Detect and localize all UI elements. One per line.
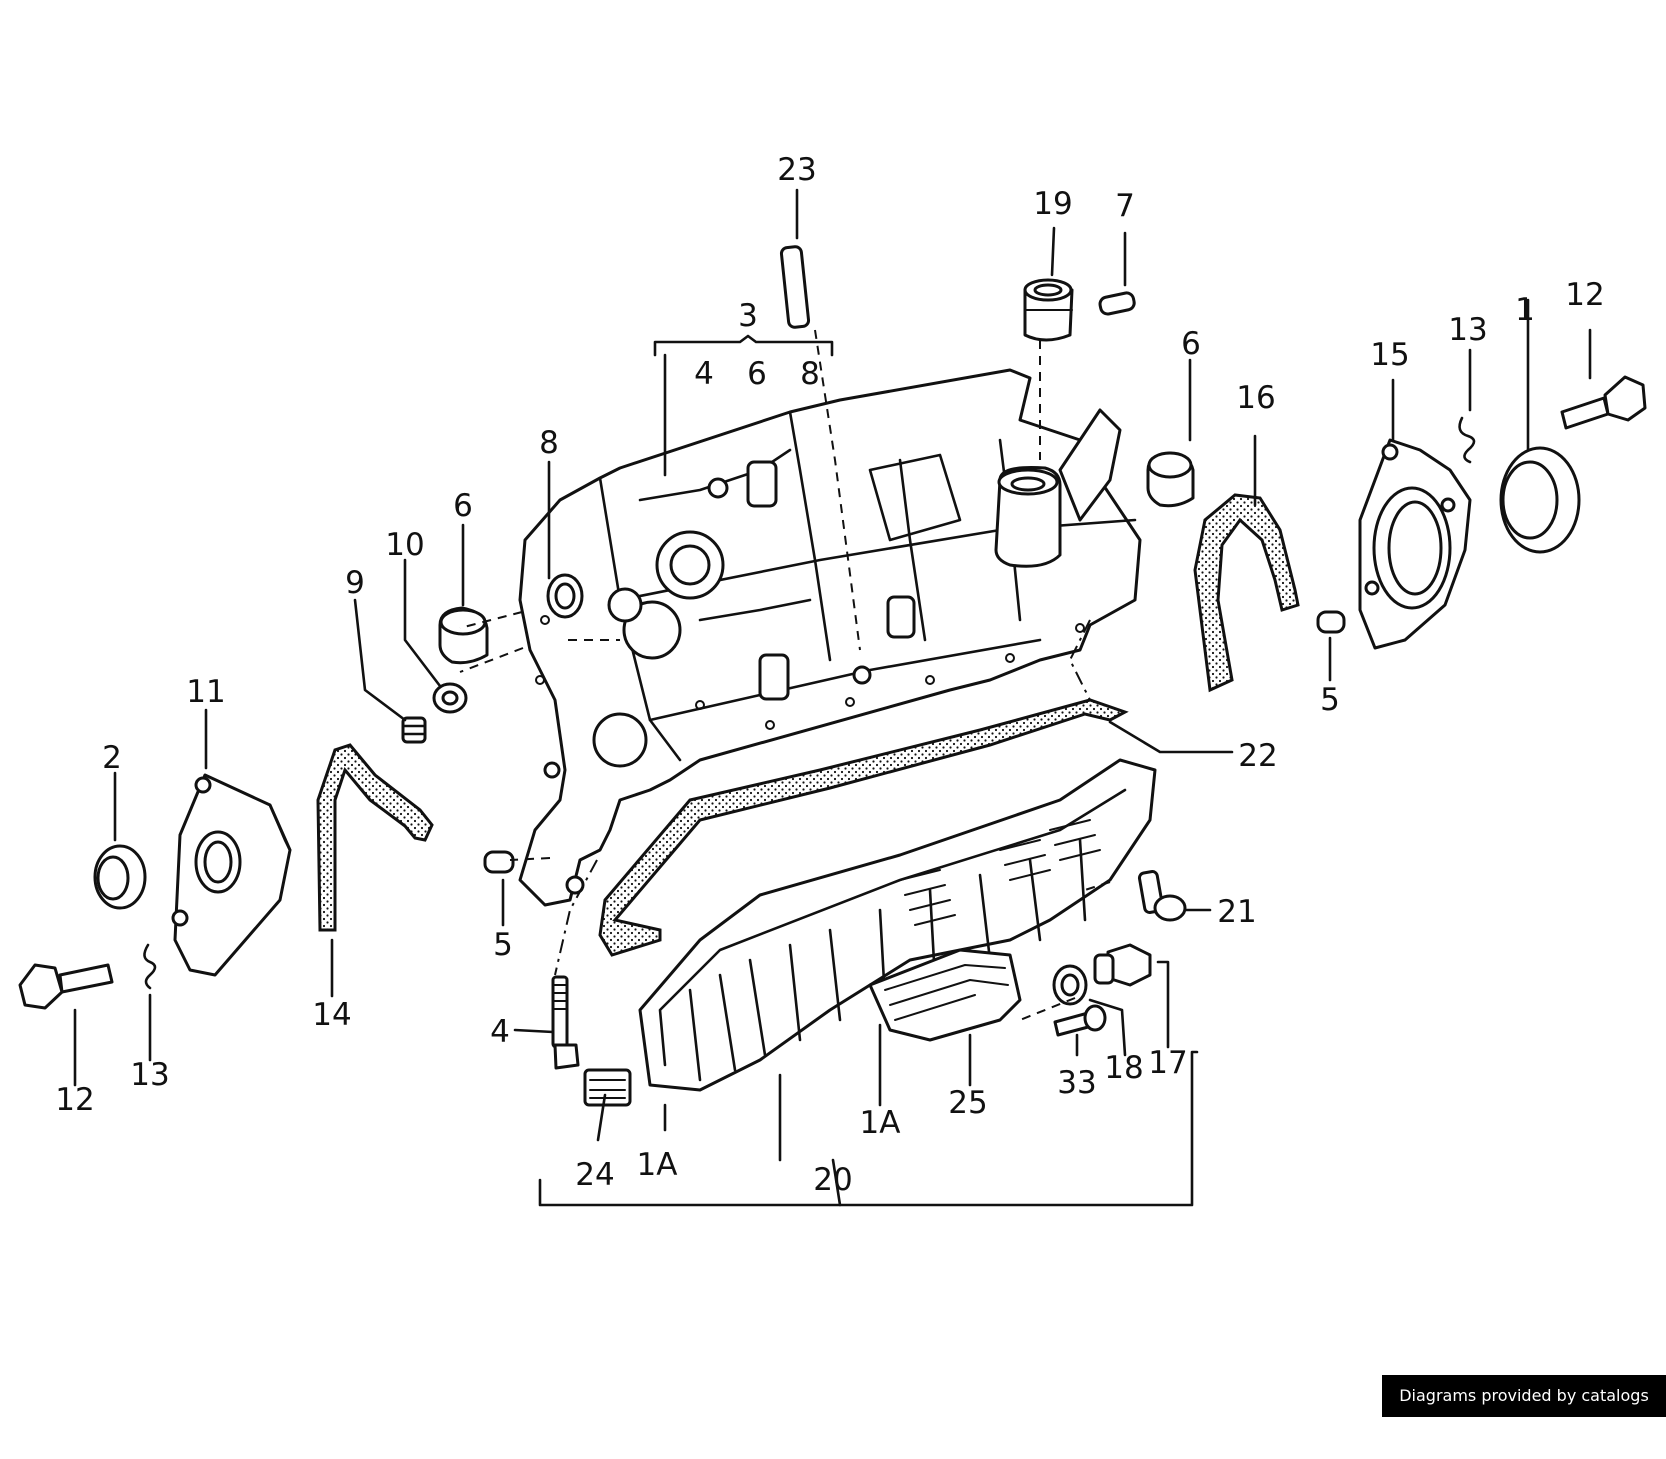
callout-11: 11 — [186, 674, 225, 710]
callout-19: 19 — [1033, 186, 1072, 222]
front-oil-seal — [93, 844, 147, 910]
callout-10: 10 — [385, 527, 424, 563]
callout-33: 33 — [1057, 1065, 1096, 1101]
drain-plug — [583, 1068, 632, 1107]
callout-20: 20 — [813, 1162, 852, 1198]
oil-drain-plug — [1093, 943, 1152, 987]
callout-2: 2 — [102, 740, 122, 776]
main-bearing-bolt — [551, 975, 580, 1070]
callout-5-right: 5 — [1320, 682, 1340, 718]
rear-flange-gasket — [1193, 493, 1300, 693]
callout-5-left: 5 — [493, 927, 513, 963]
callout-13-right: 13 — [1448, 312, 1487, 348]
engine-block-exploded-diagram: 23 19 7 3 4 6 8 8 6 10 9 11 2 12 13 14 5… — [18, 152, 1647, 1207]
credit-banner: Diagrams provided by catalogs parts — [1382, 1375, 1666, 1447]
callout-23: 23 — [777, 152, 816, 188]
callout-25: 25 — [948, 1085, 987, 1121]
callout-1a-left: 1A — [637, 1147, 678, 1183]
callout-12-left: 12 — [55, 1082, 94, 1118]
callout-3-sub-4: 4 — [694, 356, 714, 392]
callout-4: 4 — [490, 1014, 510, 1050]
callout-3: 3 — [738, 298, 758, 334]
threaded-plug — [401, 716, 427, 744]
callout-24: 24 — [575, 1157, 614, 1193]
callout-8: 8 — [539, 425, 559, 461]
callout-9: 9 — [345, 565, 365, 601]
expansion-plug-left — [438, 606, 489, 665]
callout-12-right: 12 — [1565, 277, 1604, 313]
part-callouts: 23 19 7 3 4 6 8 8 6 10 9 11 2 12 13 14 5… — [55, 152, 1604, 1198]
oil-pan-gasket — [598, 698, 1129, 957]
guide-pin — [779, 245, 811, 329]
callout-1a-mid: 1A — [860, 1105, 901, 1141]
callout-7: 7 — [1115, 188, 1135, 224]
expansion-plug-right — [1146, 451, 1195, 508]
spring-clip-left — [143, 943, 157, 990]
sealing-washer — [432, 682, 468, 714]
bushing-19 — [1023, 278, 1074, 342]
callout-22: 22 — [1238, 738, 1277, 774]
callout-21: 21 — [1217, 894, 1256, 930]
front-seal-flange — [171, 773, 292, 977]
oil-seal-8 — [546, 573, 584, 619]
breather-fitting — [1137, 870, 1187, 922]
hex-bolt-right — [1560, 375, 1647, 430]
leader-lines — [73, 188, 1592, 1207]
callout-13-left: 13 — [130, 1057, 169, 1093]
dowel-pin-7 — [1098, 291, 1136, 316]
callout-3-sub-6: 6 — [747, 356, 767, 392]
screw-33 — [1053, 1004, 1107, 1037]
oil-pan — [638, 758, 1157, 1092]
dowel-pin-right — [1316, 610, 1346, 634]
callout-1: 1 — [1515, 292, 1535, 328]
callout-15: 15 — [1370, 337, 1409, 373]
sealing-ring-18 — [1052, 964, 1088, 1006]
rear-oil-seal — [1499, 446, 1581, 554]
dowel-pin-left — [483, 850, 515, 874]
hex-bolt-left — [18, 963, 114, 1010]
callout-17: 17 — [1148, 1045, 1187, 1081]
callout-6-left: 6 — [453, 488, 473, 524]
oil-baffle-plate — [868, 948, 1022, 1042]
callout-14: 14 — [312, 997, 351, 1033]
callout-16: 16 — [1236, 380, 1275, 416]
callout-18: 18 — [1104, 1050, 1143, 1086]
front-flange-gasket — [316, 743, 434, 932]
callout-3-sub-8: 8 — [800, 356, 820, 392]
rear-seal-flange — [1358, 438, 1472, 650]
spring-clip-right — [1458, 416, 1476, 464]
cylinder-block — [518, 368, 1142, 907]
callout-6-right: 6 — [1181, 326, 1201, 362]
